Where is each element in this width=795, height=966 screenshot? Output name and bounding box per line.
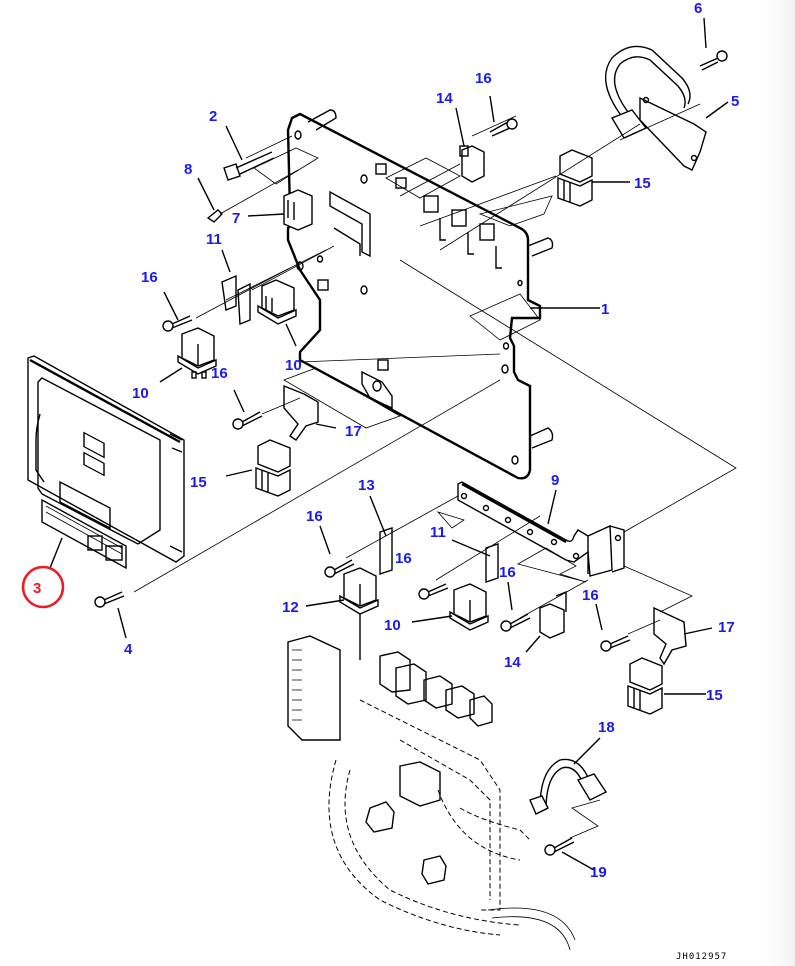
mounting-plate[interactable] xyxy=(286,109,554,480)
callout-16-d[interactable]: 16 xyxy=(306,508,323,525)
relay-15-top[interactable] xyxy=(557,149,593,207)
relay-10-c[interactable] xyxy=(449,583,489,631)
bolt-16-mid[interactable] xyxy=(232,411,263,430)
leader-lines xyxy=(49,17,729,871)
callout-7[interactable]: 7 xyxy=(232,210,240,227)
assembly-guide-lines xyxy=(133,103,737,839)
drawing-code: JH012957 xyxy=(676,952,727,962)
fuse-box-harness xyxy=(287,635,576,951)
bolt-16-f[interactable] xyxy=(600,635,631,652)
screw[interactable] xyxy=(206,209,223,223)
callout-11-b[interactable]: 11 xyxy=(430,524,446,541)
relay-15-left[interactable] xyxy=(255,439,291,497)
callout-10-c[interactable]: 10 xyxy=(384,617,401,634)
callout-9[interactable]: 9 xyxy=(551,472,559,489)
callout-14-b[interactable]: 14 xyxy=(504,654,521,671)
highlight-circle xyxy=(21,565,65,609)
bolt-16-c[interactable] xyxy=(324,559,355,578)
callout-16-c[interactable]: 16 xyxy=(211,365,228,382)
relay-15-bottom[interactable] xyxy=(627,657,663,715)
relay-10-a[interactable] xyxy=(177,327,217,379)
callout-17-a[interactable]: 17 xyxy=(345,423,362,440)
relay-10-b[interactable] xyxy=(257,279,297,325)
callout-6[interactable]: 6 xyxy=(694,0,702,17)
bolt-6[interactable] xyxy=(699,50,728,71)
callout-17-b[interactable]: 17 xyxy=(718,619,735,636)
wiring-bracket[interactable] xyxy=(604,45,707,171)
relay-12[interactable] xyxy=(339,567,379,615)
wire-harness[interactable] xyxy=(529,758,608,815)
callout-19[interactable]: 19 xyxy=(590,864,607,881)
callout-5[interactable]: 5 xyxy=(731,93,739,110)
callout-12[interactable]: 12 xyxy=(282,599,299,616)
bolt-16-left[interactable] xyxy=(162,315,193,332)
callout-16-g[interactable]: 16 xyxy=(582,587,599,604)
callout-16-a[interactable]: 16 xyxy=(475,70,492,87)
callout-16-b[interactable]: 16 xyxy=(141,269,158,286)
callout-18[interactable]: 18 xyxy=(598,719,615,736)
callout-16-e[interactable]: 16 xyxy=(395,550,412,567)
bracket[interactable] xyxy=(457,481,625,577)
callout-10-a[interactable]: 10 xyxy=(132,385,149,402)
connector[interactable] xyxy=(283,189,313,231)
relay-bracket-11-bottom[interactable] xyxy=(485,543,499,583)
relay-bracket-17-bottom[interactable] xyxy=(653,606,687,666)
callout-15-c[interactable]: 15 xyxy=(706,687,723,704)
callout-16-f[interactable]: 16 xyxy=(499,564,516,581)
small-relay-14-top[interactable] xyxy=(459,145,485,183)
relay-bracket-13[interactable] xyxy=(379,527,393,575)
callout-15-a[interactable]: 15 xyxy=(634,175,651,192)
bolt-2[interactable] xyxy=(223,151,275,181)
small-relay-14-bottom[interactable] xyxy=(539,590,567,639)
callout-15-b[interactable]: 15 xyxy=(190,474,207,491)
callout-11-a[interactable]: 11 xyxy=(206,231,222,248)
bolt-16-top[interactable] xyxy=(489,118,518,137)
relay-bracket-17-top[interactable] xyxy=(283,384,319,441)
callout-1[interactable]: 1 xyxy=(601,301,609,318)
controller[interactable] xyxy=(27,355,185,570)
callout-10-b[interactable]: 10 xyxy=(285,357,302,374)
bolt-4[interactable] xyxy=(94,591,125,608)
callout-14-a[interactable]: 14 xyxy=(436,90,453,107)
callout-8[interactable]: 8 xyxy=(184,161,192,178)
bolt-16-d[interactable] xyxy=(418,583,449,600)
bolt-16-e[interactable] xyxy=(500,613,531,632)
bolt-19[interactable] xyxy=(544,837,575,856)
callout-3[interactable]: 3 xyxy=(33,580,41,597)
callout-4[interactable]: 4 xyxy=(124,641,133,658)
callout-2[interactable]: 2 xyxy=(209,108,217,125)
page-edge-shadow xyxy=(765,0,795,966)
callout-13[interactable]: 13 xyxy=(358,477,375,494)
